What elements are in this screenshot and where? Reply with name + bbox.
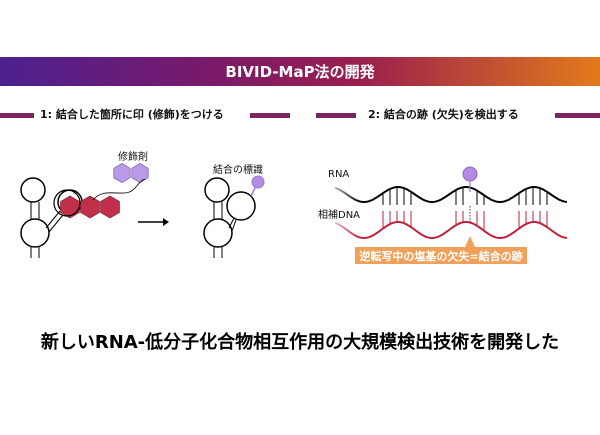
modifier-label: 修飾剤 — [118, 152, 148, 163]
purple-hexagon — [131, 163, 149, 183]
deletion-callout: 逆転写中の塩基の欠失=結合の跡 — [355, 247, 527, 264]
step2-heading: 2: 結合の跡 (欠失)を検出する — [368, 108, 519, 121]
compound-molecule — [53, 163, 149, 219]
rna-structure-before — [20, 177, 83, 258]
tag-label: 結合の標識 — [213, 165, 263, 176]
callout-text: 逆転写中の塩基の欠失=結合の跡 — [359, 249, 523, 263]
modification-marker — [462, 166, 478, 222]
divider-bar — [555, 113, 600, 118]
step1-heading: 1: 結合した箇所に印 (修飾)をつける — [40, 108, 224, 121]
rna-strand — [334, 186, 568, 203]
callout-pointer — [465, 236, 475, 247]
rna-dna-duplex — [330, 180, 568, 245]
dna-label: 相補DNA — [318, 210, 361, 221]
banner-title: BIVID-MaP法の開発 — [225, 63, 375, 81]
red-hexagon — [100, 195, 120, 219]
divider-bar — [316, 113, 356, 118]
red-hexagon — [60, 195, 80, 219]
rna-structure-after — [203, 177, 257, 258]
divider-bar — [0, 113, 34, 118]
dna-strand — [334, 221, 568, 239]
linker-line — [92, 178, 146, 201]
red-hexagon — [80, 195, 100, 219]
arrow-icon — [138, 218, 169, 226]
divider-bar — [250, 113, 290, 118]
title-banner: BIVID-MaP法の開発 — [0, 57, 600, 86]
tag-ball-icon — [251, 175, 265, 189]
headline: 新しいRNA-低分子化合物相互作用の大規模検出技術を開発した — [40, 332, 560, 353]
rna-label: RNA — [328, 169, 350, 180]
purple-hexagon — [113, 163, 131, 183]
